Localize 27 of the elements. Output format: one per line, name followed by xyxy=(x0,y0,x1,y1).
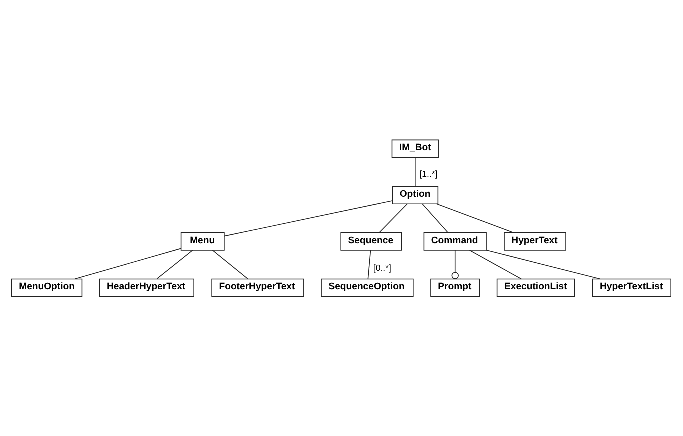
edge-label: [0..*] xyxy=(373,262,392,273)
node-box: HeaderHyperText xyxy=(99,278,194,297)
node-box: HyperTextList xyxy=(592,278,672,297)
node-box: Command xyxy=(424,232,487,250)
node-box: IM_Bot xyxy=(392,139,439,158)
connector xyxy=(422,203,448,233)
node-box: SequenceOption xyxy=(321,278,414,297)
connector xyxy=(452,250,459,279)
connector xyxy=(436,203,514,233)
connector xyxy=(469,250,522,280)
node-box: Prompt xyxy=(430,278,480,297)
connector xyxy=(74,248,182,280)
node-box: Menu xyxy=(180,232,225,250)
connector xyxy=(224,200,393,236)
connector xyxy=(368,250,372,279)
node-box: HyperText xyxy=(504,232,566,250)
node-box: Option xyxy=(392,186,439,204)
connector xyxy=(486,249,601,280)
connector xyxy=(379,203,408,233)
connector xyxy=(212,250,248,279)
connector xyxy=(415,156,416,186)
node-box: ExecutionList xyxy=(496,278,576,297)
connector xyxy=(156,250,194,279)
edge-label: [1..*] xyxy=(420,168,438,179)
node-box: MenuOption xyxy=(12,278,83,297)
node-box: FooterHyperText xyxy=(212,278,304,297)
node-box: Sequence xyxy=(340,232,402,250)
